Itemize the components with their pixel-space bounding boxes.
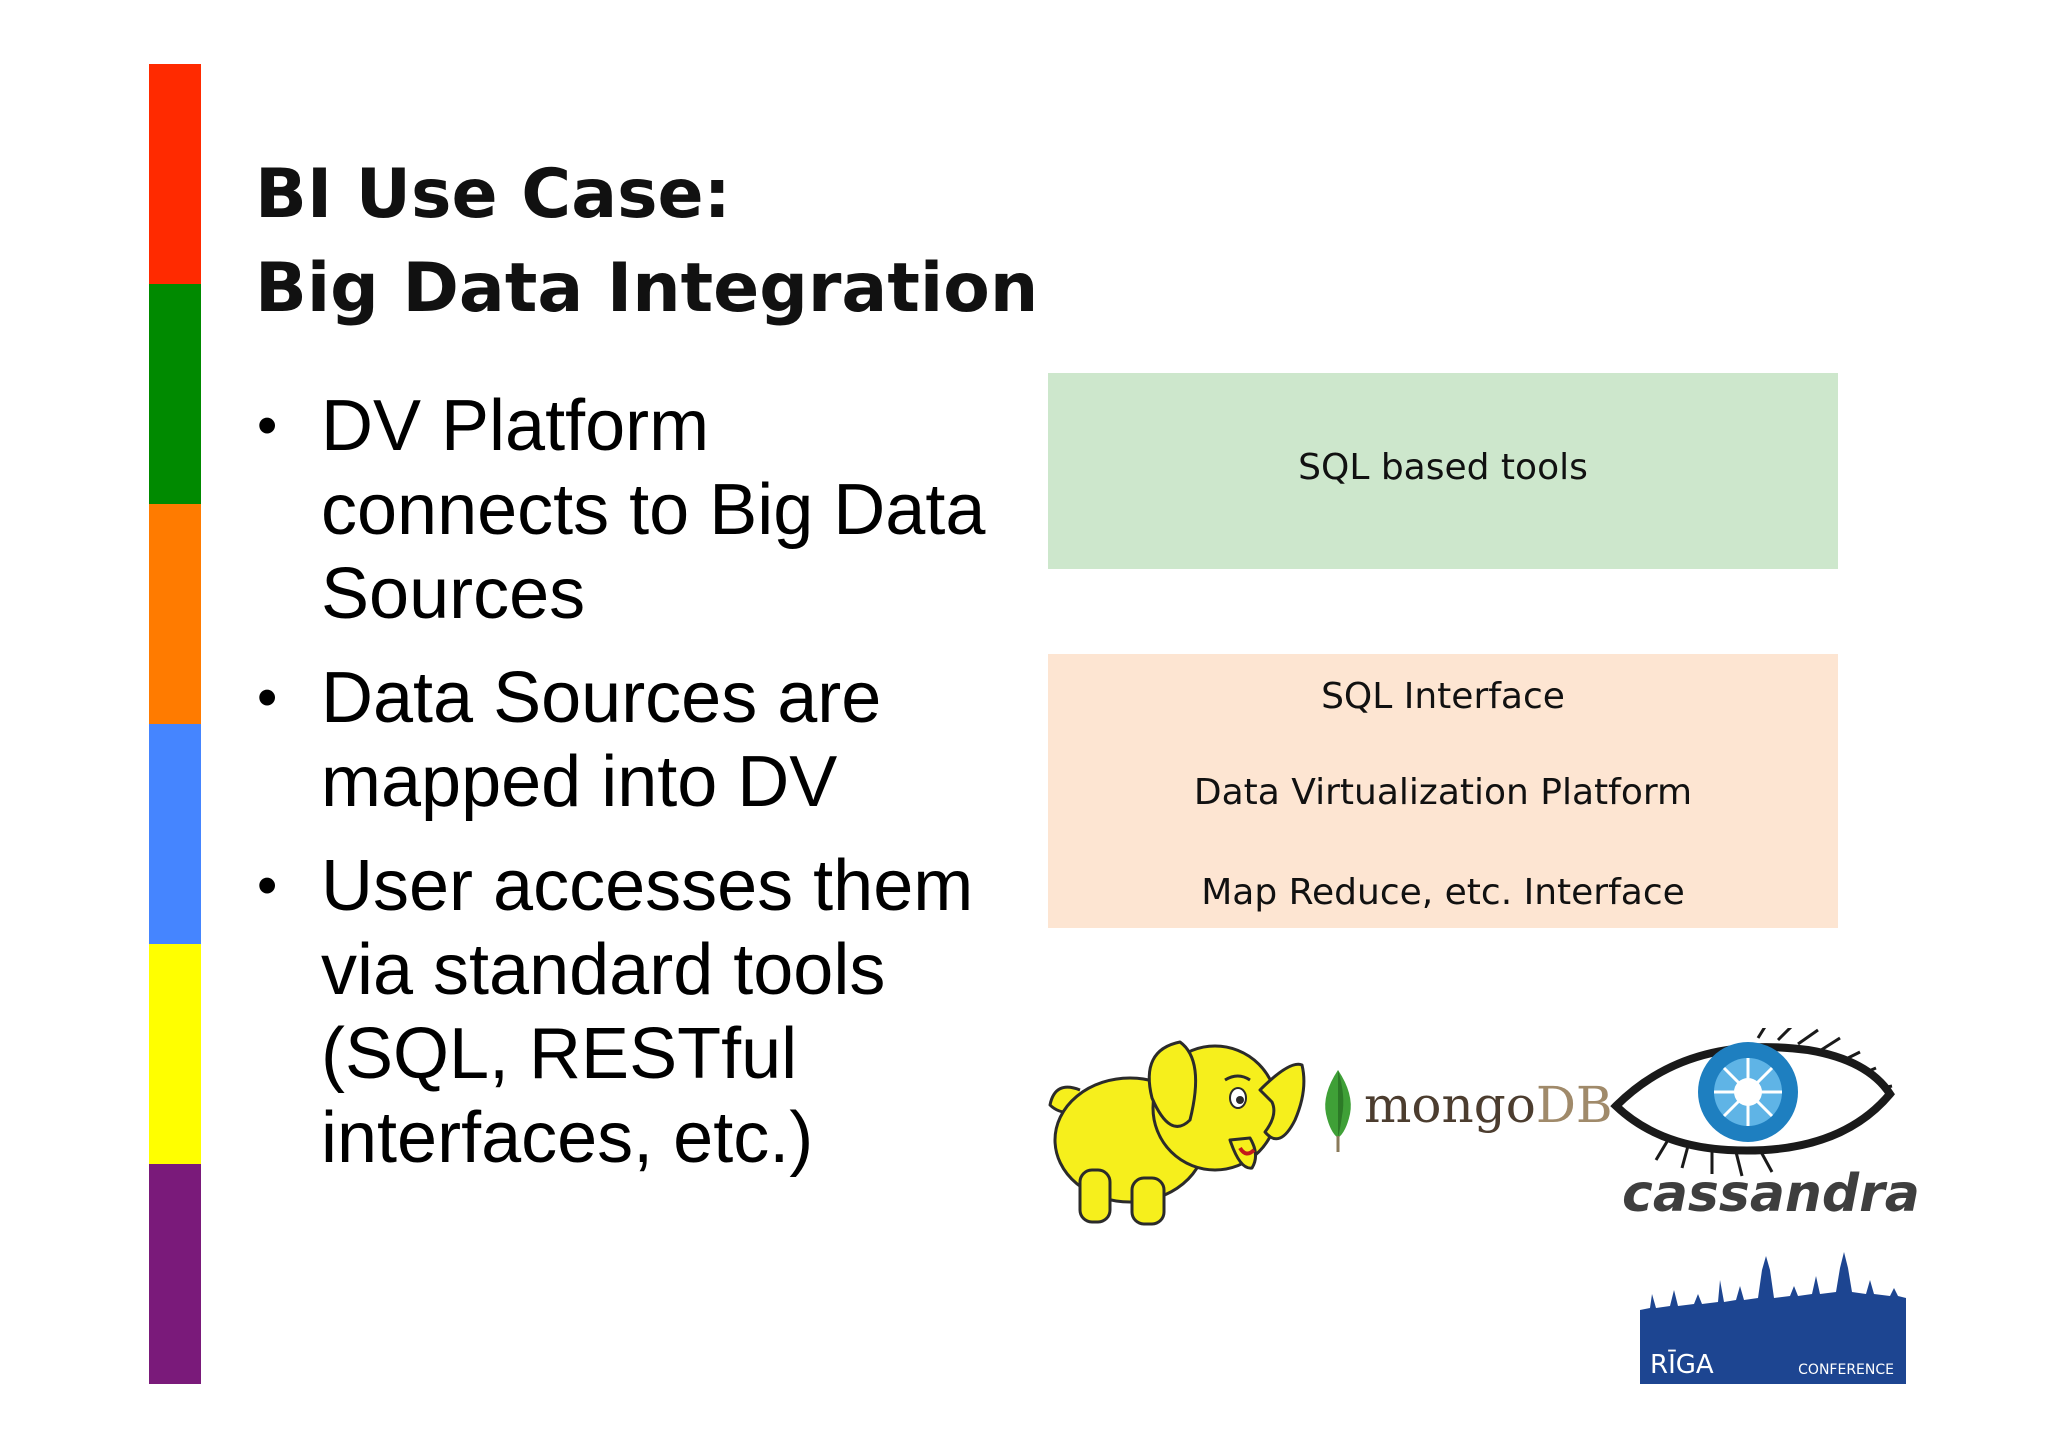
cassandra-eye-icon bbox=[1610, 1028, 1895, 1177]
hadoop-elephant-icon bbox=[1048, 1040, 1306, 1226]
bullet-dot-icon: • bbox=[257, 665, 278, 730]
sql-tools-label: SQL based tools bbox=[1298, 447, 1588, 488]
bullet-line: (SQL, RESTful bbox=[321, 1014, 798, 1094]
bullet-line: Data Sources are bbox=[321, 658, 882, 738]
cassandra-logo: cassandra bbox=[1608, 1028, 1920, 1238]
cassandra-wordmark: cassandra bbox=[1622, 1164, 1920, 1224]
title-line-1: BI Use Case: bbox=[255, 155, 731, 234]
rainbow-stripe bbox=[149, 64, 201, 1384]
sql-interface-label: SQL Interface bbox=[1321, 676, 1565, 717]
bullet-line: mapped into DV bbox=[321, 742, 838, 822]
stripe-segment-1 bbox=[149, 64, 201, 284]
bullet-line: Sources bbox=[321, 554, 586, 634]
mapreduce-interface-label: Map Reduce, etc. Interface bbox=[1201, 872, 1685, 913]
bullet-line: interfaces, etc.) bbox=[321, 1098, 814, 1178]
hadoop-logo bbox=[1040, 1020, 1310, 1230]
mongodb-word-main: mongo bbox=[1364, 1076, 1536, 1134]
stripe-segment-2 bbox=[149, 284, 201, 504]
bullet-line: User accesses them bbox=[321, 846, 974, 926]
stripe-segment-6 bbox=[149, 1164, 201, 1384]
mongodb-wordmark: mongoDB bbox=[1364, 1076, 1613, 1134]
mongodb-leaf-icon bbox=[1325, 1070, 1351, 1152]
title-line-2: Big Data Integration bbox=[255, 249, 1039, 328]
dv-platform-label: Data Virtualization Platform bbox=[1193, 772, 1693, 813]
bullet-dot-icon: • bbox=[257, 393, 278, 458]
sql-tools-box: SQL based tools bbox=[1048, 373, 1838, 569]
stripe-segment-5 bbox=[149, 944, 201, 1164]
stripe-segment-3 bbox=[149, 504, 201, 724]
stripe-segment-4 bbox=[149, 724, 201, 944]
mongodb-logo: mongoDB bbox=[1318, 1066, 1613, 1156]
bullet-line: via standard tools bbox=[321, 930, 886, 1010]
bullet-dot-icon: • bbox=[257, 853, 278, 918]
dv-platform-box: SQL Interface Data Virtualization Platfo… bbox=[1048, 654, 1838, 928]
riga-wordmark: RĪGA bbox=[1650, 1350, 1714, 1380]
riga-conference-logo: RĪGA CONFERENCE bbox=[1640, 1250, 1906, 1384]
slide-title: BI Use Case: Big Data Integration bbox=[255, 148, 1038, 336]
riga-skyline-icon bbox=[1640, 1252, 1906, 1384]
conference-wordmark: CONFERENCE bbox=[1798, 1362, 1894, 1378]
mongodb-word-suffix: DB bbox=[1535, 1076, 1613, 1134]
bullet-line: DV Platform bbox=[321, 386, 710, 466]
bullet-line: connects to Big Data bbox=[321, 470, 986, 550]
